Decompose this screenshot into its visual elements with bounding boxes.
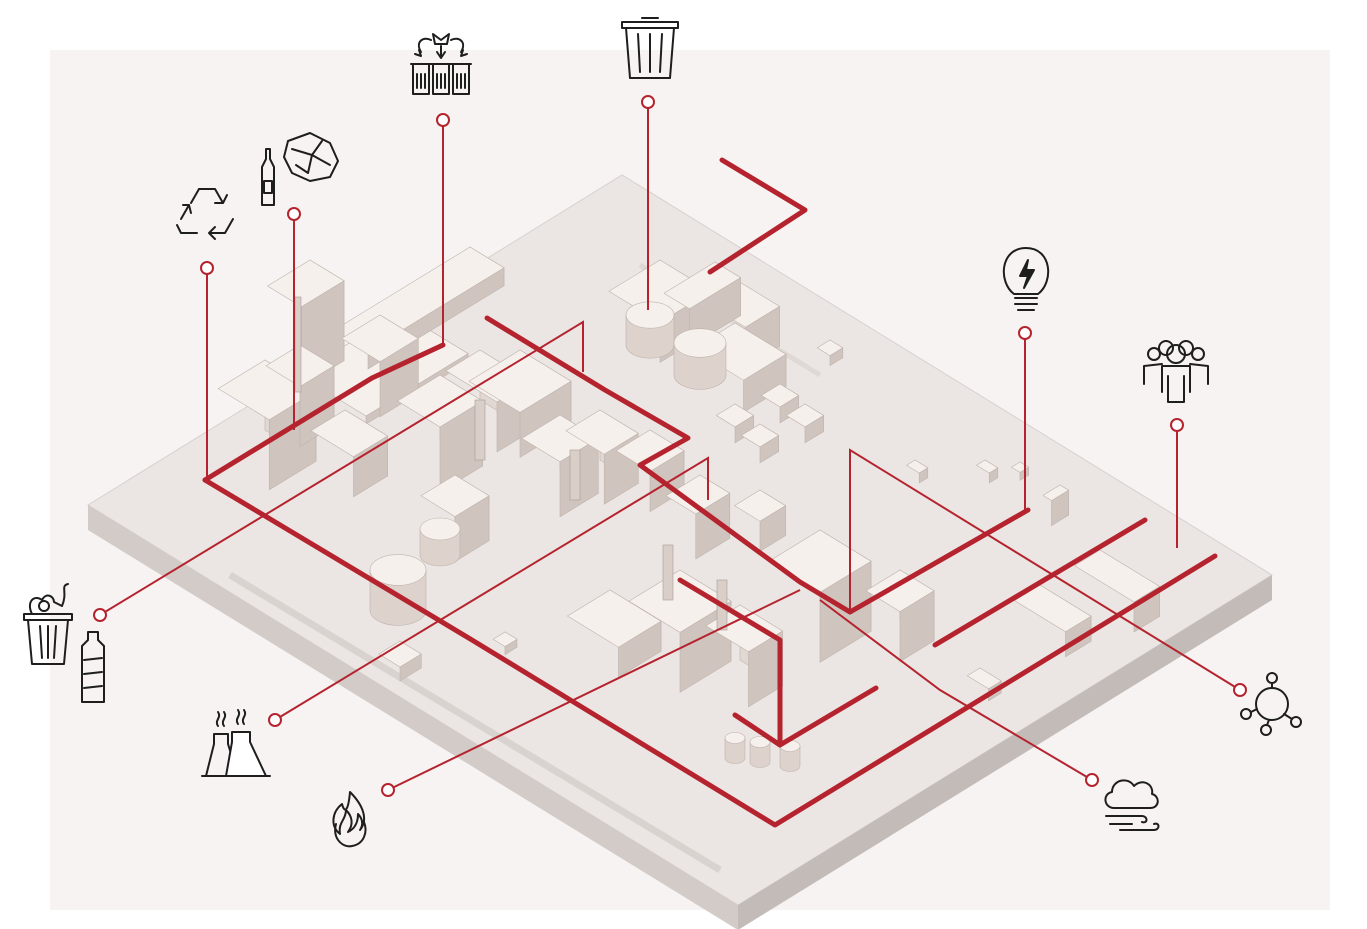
building-roof <box>760 383 800 408</box>
building-roof <box>663 261 742 310</box>
storage-tank-top <box>369 554 427 586</box>
chimney-stack <box>474 399 486 461</box>
storage-tank <box>779 745 801 772</box>
line-network <box>849 448 1241 691</box>
building-roof <box>566 589 662 648</box>
building-roof <box>733 489 787 522</box>
dot-fire[interactable] <box>381 783 395 797</box>
waste-sorting-bins-icon <box>410 33 472 95</box>
pipe-main-left <box>202 342 446 483</box>
storage-tank <box>724 737 746 764</box>
trash-bin-icon <box>621 17 679 79</box>
lightbulb-energy-icon <box>1002 247 1050 311</box>
dot-trash[interactable] <box>641 95 655 109</box>
community-people-icon <box>1143 340 1209 403</box>
pipe-top <box>707 157 808 275</box>
storage-tank <box>749 741 771 768</box>
road <box>228 572 722 873</box>
building-roof <box>565 409 639 455</box>
building-roof <box>905 459 929 474</box>
line-air <box>819 599 1093 781</box>
dot-energy[interactable] <box>1018 326 1032 340</box>
cloud-wind-icon <box>1104 779 1160 831</box>
building-roof <box>266 259 345 308</box>
organic-waste-bin-icon <box>23 583 105 703</box>
building-roof <box>865 569 935 612</box>
storage-tank-top <box>419 517 461 541</box>
plant-buildings <box>217 246 1161 772</box>
building-roof <box>1042 484 1070 501</box>
line-fire <box>387 589 801 791</box>
base-right-side <box>738 575 1272 929</box>
chimney-stack <box>662 544 674 601</box>
recycle-icon <box>176 188 234 240</box>
dot-cooling[interactable] <box>268 713 282 727</box>
dot-network[interactable] <box>1233 683 1247 697</box>
pipe-right <box>932 517 1148 648</box>
flame-icon <box>332 791 367 848</box>
building-roof <box>468 349 572 413</box>
connector-dots <box>93 95 1247 797</box>
building-roof <box>816 339 844 356</box>
chimney-stack <box>569 449 581 501</box>
chimney-stack <box>294 296 302 393</box>
bottle-and-paper-icon <box>261 132 339 206</box>
base-left-side <box>88 505 738 929</box>
pipe-bend <box>677 577 783 748</box>
storage-tank-top <box>673 328 727 358</box>
building-roof <box>665 474 731 515</box>
dot-recycle[interactable] <box>200 261 214 275</box>
pipe-energy <box>847 507 1031 615</box>
network-node-icon <box>1240 672 1302 736</box>
building-roof <box>420 474 490 517</box>
building-roof <box>492 631 518 647</box>
connector-lines <box>99 102 1241 791</box>
building-roof <box>1073 549 1161 603</box>
line-organic <box>99 320 584 616</box>
building-roof <box>378 640 422 668</box>
storage-tank-top <box>724 732 746 744</box>
building-roof <box>341 314 419 363</box>
building-roof <box>740 423 780 448</box>
building-roof <box>715 403 755 428</box>
storage-tank-top <box>625 301 675 329</box>
storage-tank-top <box>749 736 771 748</box>
line-cooling <box>274 456 709 721</box>
dot-sorting[interactable] <box>436 113 450 127</box>
building-roof <box>310 409 389 458</box>
red-pipelines <box>202 157 1218 828</box>
pipe-middle <box>484 315 853 615</box>
building-roof <box>975 459 999 474</box>
building-roof <box>628 569 732 633</box>
building-roof <box>966 667 1002 690</box>
dot-bottle[interactable] <box>287 207 301 221</box>
cooling-towers-icon <box>201 709 271 777</box>
pipe-main-front <box>202 477 1218 828</box>
dot-air[interactable] <box>1085 773 1099 787</box>
building-roof <box>785 403 825 428</box>
dot-organic[interactable] <box>93 608 107 622</box>
dot-people[interactable] <box>1170 418 1184 432</box>
icons <box>23 17 1302 848</box>
